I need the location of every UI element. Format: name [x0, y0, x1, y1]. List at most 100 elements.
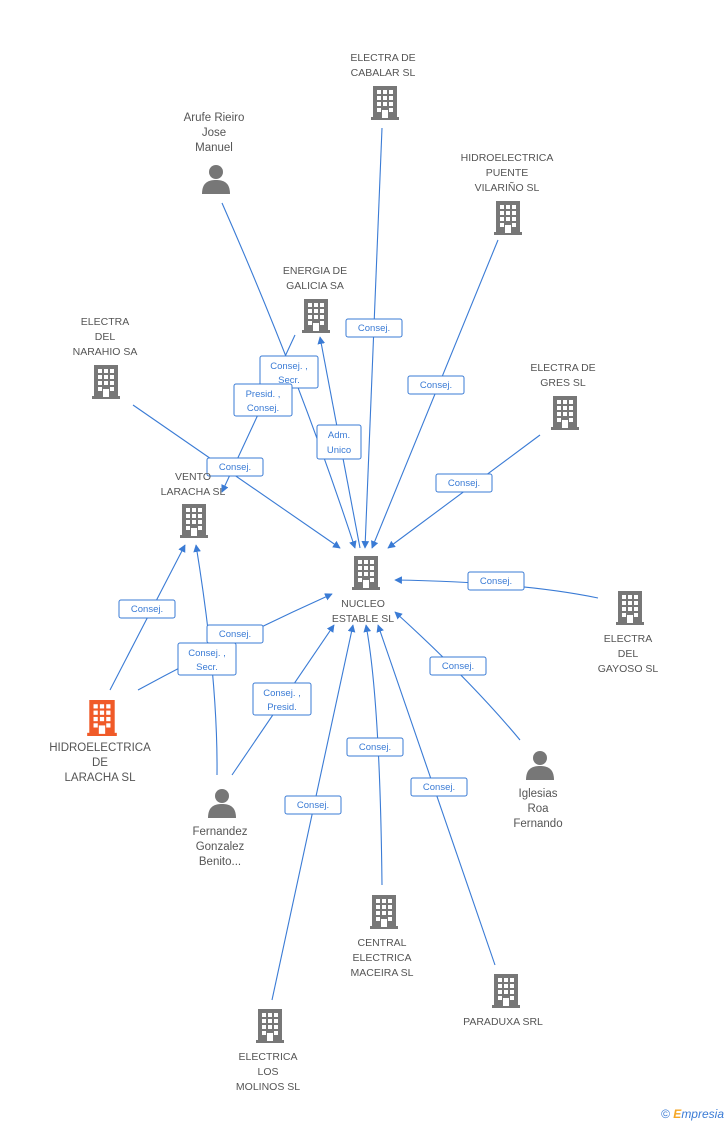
node-label: ELECTRICA	[239, 1051, 298, 1063]
node-label: Manuel	[195, 142, 233, 154]
node-electra-de-cabalar[interactable]: ELECTRA DE CABALAR SL	[350, 52, 416, 120]
node-label: LOS	[257, 1066, 278, 1078]
building-icon	[256, 1009, 284, 1043]
node-label: PARADUXA SRL	[463, 1016, 543, 1028]
edge-label-text: Consej.	[358, 323, 390, 334]
node-nucleo-estable[interactable]: NUCLEO ESTABLE SL	[332, 556, 394, 625]
node-label: MACEIRA SL	[350, 967, 413, 979]
edge-label-fernandez-vento[interactable]: Consej. , Secr.	[177, 642, 237, 676]
edge-label-cabalar-nucleo[interactable]: Consej.	[345, 318, 403, 338]
node-label: HIDROELECTRICA	[49, 742, 151, 754]
node-label: CENTRAL	[357, 937, 406, 949]
node-label: LARACHA SL	[65, 772, 137, 784]
edge-label-text: Consej.	[247, 403, 279, 414]
node-label: MOLINOS SL	[236, 1081, 300, 1093]
edge-label-text: Presid. ,	[246, 389, 281, 400]
building-icon	[370, 895, 398, 929]
edge-label-text: Consej. ,	[270, 361, 308, 372]
node-label: ENERGIA DE	[283, 265, 347, 277]
edge-label-text: Consej.	[131, 604, 163, 615]
edge-label-hidro-vento[interactable]: Consej.	[118, 599, 176, 619]
node-paraduxa[interactable]: PARADUXA SRL	[463, 974, 543, 1028]
edge-label-text: Consej. ,	[188, 648, 226, 659]
edge-label-text: Secr.	[196, 662, 218, 673]
edge-labels: Consej. Consej. Consej. Consej. , Secr. …	[118, 318, 525, 815]
edge-label-text: Consej.	[219, 462, 251, 473]
brand-logo-text: mpresia	[681, 1107, 724, 1121]
edge-label-text: Presid.	[267, 702, 297, 713]
building-icon	[371, 86, 399, 120]
node-iglesias-roa[interactable]: Iglesias Roa Fernando	[513, 751, 563, 830]
edge-label-text: Consej.	[420, 380, 452, 391]
building-icon	[180, 504, 208, 538]
person-icon	[202, 165, 230, 194]
edge-label-text: Unico	[327, 445, 351, 456]
node-label: NUCLEO	[341, 598, 385, 610]
node-label: ELECTRA DE	[530, 362, 595, 374]
node-label: DEL	[95, 331, 116, 343]
node-label: VENTO	[175, 471, 211, 483]
building-icon	[616, 591, 644, 625]
edge-label-puente-nucleo[interactable]: Consej.	[407, 375, 465, 395]
node-label: Gonzalez	[196, 841, 245, 853]
nodes: ELECTRA DE CABALAR SL Arufe Rieiro Jose …	[49, 52, 658, 1093]
node-electra-del-gayoso[interactable]: ELECTRA DEL GAYOSO SL	[598, 591, 659, 675]
edge-label-arufe-nucleo[interactable]: Consej. , Secr.	[259, 355, 319, 389]
building-icon	[492, 974, 520, 1008]
node-label: DEL	[618, 648, 639, 660]
node-energia-de-galicia[interactable]: ENERGIA DE GALICIA SA	[283, 265, 347, 333]
edge-label-molinos-nucleo[interactable]: Consej.	[284, 795, 342, 815]
building-icon	[352, 556, 380, 590]
edge-central-nucleo	[363, 624, 383, 886]
edge-label-fernandez-nucleo[interactable]: Consej. , Presid.	[252, 682, 312, 716]
edge-label-narahio-nucleo[interactable]: Consej.	[206, 457, 264, 477]
edge-label-text: Consej.	[219, 629, 251, 640]
node-label: ESTABLE SL	[332, 613, 394, 625]
edge-label-hidro-nucleo[interactable]: Consej.	[206, 624, 264, 644]
node-label: ELECTRA DE	[350, 52, 415, 64]
edge-iglesias-nucleo	[394, 611, 521, 741]
building-icon	[302, 299, 330, 333]
building-icon	[92, 365, 120, 399]
node-label: CABALAR SL	[351, 67, 416, 79]
edge-label-text: Consej.	[442, 661, 474, 672]
edge-label-text: Secr.	[278, 375, 300, 386]
node-label: VILARIÑO SL	[475, 181, 540, 194]
edge-label-text: Consej.	[480, 576, 512, 587]
node-label: LARACHA SL	[161, 486, 226, 498]
node-label: Fernandez	[193, 826, 248, 838]
edge-label-text: Consej. ,	[263, 688, 301, 699]
node-label: Roa	[527, 803, 549, 815]
node-central-electrica-maceira[interactable]: CENTRAL ELECTRICA MACEIRA SL	[350, 895, 414, 979]
edge-cabalar-nucleo	[361, 127, 383, 549]
node-label: HIDROELECTRICA	[461, 152, 554, 164]
edge-label-paraduxa-nucleo[interactable]: Consej.	[410, 777, 468, 797]
node-label: Jose	[202, 127, 226, 139]
node-label: Fernando	[513, 818, 562, 830]
edge-label-iglesias-nucleo[interactable]: Consej.	[429, 656, 487, 676]
node-label: ELECTRICA	[353, 952, 412, 964]
person-icon	[208, 789, 236, 818]
building-icon	[494, 201, 522, 235]
node-electra-de-gres[interactable]: ELECTRA DE GRES SL	[530, 362, 596, 430]
node-label: Benito...	[199, 856, 241, 868]
node-fernandez-gonzalez[interactable]: Fernandez Gonzalez Benito...	[193, 789, 248, 868]
edge-label-energia-adm[interactable]: Adm. Unico	[316, 424, 362, 460]
edge-label-gres-nucleo[interactable]: Consej.	[435, 473, 493, 493]
node-hidroelectrica-de-laracha[interactable]: HIDROELECTRICA DE LARACHA SL	[49, 700, 151, 784]
node-vento-laracha[interactable]: VENTO LARACHA SL	[161, 471, 226, 538]
copyright-notice: © Empresia	[661, 1107, 724, 1121]
edge-label-text: Consej.	[423, 782, 455, 793]
node-hidroelectrica-puente[interactable]: HIDROELECTRICA PUENTE VILARIÑO SL	[461, 152, 554, 235]
copyright-icon: ©	[661, 1107, 670, 1121]
node-label: GRES SL	[540, 377, 586, 389]
node-arufe-rieiro[interactable]: Arufe Rieiro Jose Manuel	[184, 112, 245, 194]
edge-label-central-nucleo[interactable]: Consej.	[346, 737, 404, 757]
edge-label-gayoso-nucleo[interactable]: Consej.	[467, 571, 525, 591]
edge-label-text: Consej.	[448, 478, 480, 489]
node-electra-del-narahio[interactable]: ELECTRA DEL NARAHIO SA	[73, 316, 138, 399]
node-electrica-los-molinos[interactable]: ELECTRICA LOS MOLINOS SL	[236, 1009, 300, 1093]
edge-label-arufe-vento[interactable]: Presid. , Consej.	[233, 383, 293, 417]
node-label: GALICIA SA	[286, 280, 344, 292]
